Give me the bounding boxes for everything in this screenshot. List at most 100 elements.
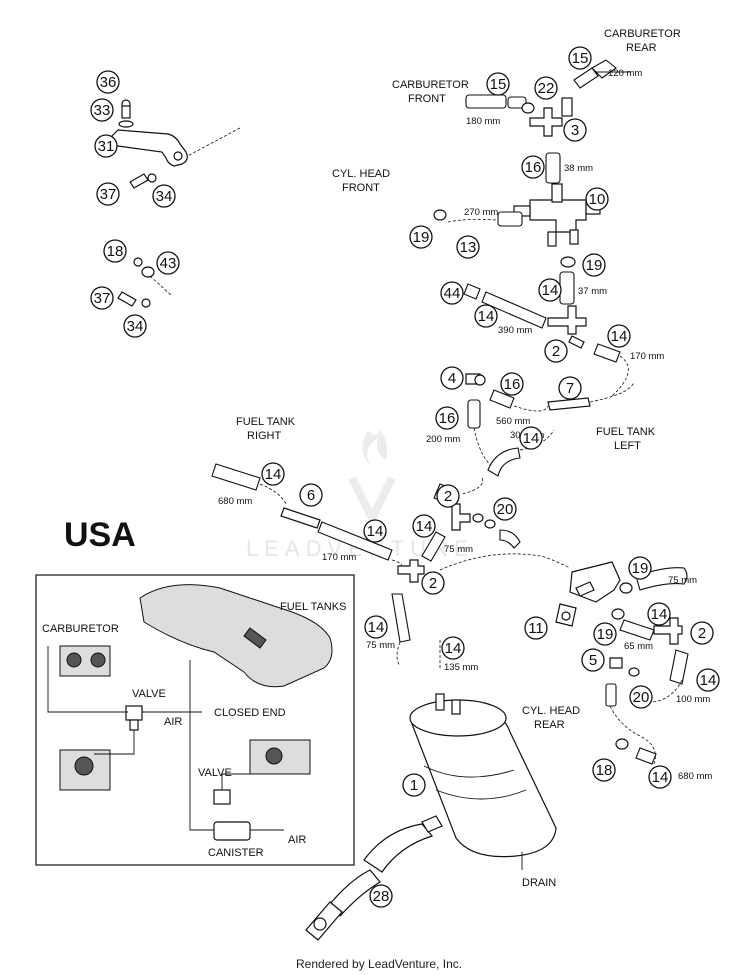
callout-number: 31 (98, 138, 115, 155)
callout-circle (364, 615, 388, 639)
callout-14: 14 (441, 636, 465, 660)
callout-circle (582, 253, 606, 277)
callout-number: 34 (127, 318, 144, 335)
callout-number: 36 (100, 74, 117, 91)
inset-label-air-2: AIR (288, 834, 306, 846)
callout-number: 10 (589, 191, 606, 208)
callout-circle (156, 251, 180, 275)
callout-circle (500, 372, 524, 396)
inset-label-valve-1: VALVE (132, 688, 166, 700)
bracket-assembly (111, 99, 241, 308)
callout-circle (524, 616, 548, 640)
callout-number: 19 (597, 626, 614, 643)
callout-31: 31 (94, 134, 118, 158)
inset-label-fuel-tanks: FUEL TANKS (280, 601, 346, 613)
callout-circle (103, 239, 127, 263)
callout-36: 36 (96, 70, 120, 94)
length-170-b: 170 mm (322, 552, 356, 563)
callout-circle (440, 366, 464, 390)
callout-circle (441, 636, 465, 660)
length-180: 180 mm (466, 116, 500, 127)
callout-number: 14 (542, 282, 559, 299)
label-cyl-head-rear-1: CYL. HEAD (522, 705, 580, 717)
callout-number: 37 (100, 186, 117, 203)
label-carburetor-rear-1: CARBURETOR (604, 28, 681, 40)
credit-line: Rendered by LeadVenture, Inc. (296, 957, 462, 971)
callout-circle (435, 406, 459, 430)
callout-14: 14 (519, 426, 543, 450)
length-38: 38 mm (564, 163, 593, 174)
callout-2: 2 (690, 621, 714, 645)
callout-number: 16 (525, 159, 542, 176)
callout-2: 2 (544, 339, 568, 363)
callout-28: 28 (369, 884, 393, 908)
callout-33: 33 (90, 98, 114, 122)
callout-18: 18 (103, 239, 127, 263)
callout-circle (409, 225, 433, 249)
label-fuel-tank-left-2: LEFT (614, 440, 641, 452)
callout-number: 44 (444, 285, 461, 302)
length-680-a: 680 mm (218, 496, 252, 507)
callout-circle (96, 70, 120, 94)
length-75-c: 75 mm (668, 575, 697, 586)
callout-15: 15 (486, 72, 510, 96)
callout-number: 7 (566, 380, 574, 397)
callout-4: 4 (440, 366, 464, 390)
label-carburetor-front-2: FRONT (408, 93, 446, 105)
callout-circle (474, 304, 498, 328)
callout-circle (299, 483, 323, 507)
callout-44: 44 (440, 281, 464, 305)
callout-43: 43 (156, 251, 180, 275)
callout-circle (519, 426, 543, 450)
callout-circle (581, 648, 605, 672)
callout-14: 14 (696, 668, 720, 692)
callout-number: 28 (373, 888, 390, 905)
length-135: 135 mm (444, 662, 478, 673)
callout-19: 19 (593, 622, 617, 646)
callout-37: 37 (96, 182, 120, 206)
callout-number: 2 (698, 625, 706, 642)
callout-circle (486, 72, 510, 96)
callout-number: 2 (444, 488, 452, 505)
callout-circle (648, 765, 672, 789)
length-170-a: 170 mm (630, 351, 664, 362)
callout-19: 19 (582, 253, 606, 277)
callout-circle (90, 98, 114, 122)
drain-hose (305, 815, 443, 941)
rear-valve-group (439, 553, 689, 765)
callout-number: 15 (490, 76, 507, 93)
label-fuel-tank-right-1: FUEL TANK (236, 416, 296, 428)
callout-circle (436, 484, 460, 508)
callout-34: 34 (152, 184, 176, 208)
length-75-b: 75 mm (366, 640, 395, 651)
callout-19: 19 (409, 225, 433, 249)
callout-circle (456, 235, 480, 259)
callout-number: 20 (633, 689, 650, 706)
callout-14: 14 (364, 615, 388, 639)
length-560: 560 mm (496, 416, 530, 427)
length-100: 100 mm (676, 694, 710, 705)
callout-14: 14 (412, 514, 436, 538)
callout-circle (585, 187, 609, 211)
callout-number: 14 (700, 672, 717, 689)
callout-number: 2 (429, 575, 437, 592)
callout-circle (568, 46, 592, 70)
callout-number: 13 (460, 239, 477, 256)
callout-6: 6 (299, 483, 323, 507)
callout-14: 14 (648, 765, 672, 789)
label-cyl-head-front-2: FRONT (342, 182, 380, 194)
callout-number: 4 (448, 370, 456, 387)
location-labels: CARBURETOR REAR CARBURETOR FRONT CYL. HE… (64, 28, 681, 889)
callout-16: 16 (435, 406, 459, 430)
callout-circle (96, 182, 120, 206)
callout-22: 22 (534, 76, 558, 100)
callout-circle (440, 281, 464, 305)
callout-20: 20 (629, 685, 653, 709)
callout-circle (592, 758, 616, 782)
callout-number: 14 (652, 769, 669, 786)
callout-number: 33 (94, 102, 111, 119)
callout-circle (363, 519, 387, 543)
callout-2: 2 (421, 571, 445, 595)
callout-number: 14 (445, 640, 462, 657)
